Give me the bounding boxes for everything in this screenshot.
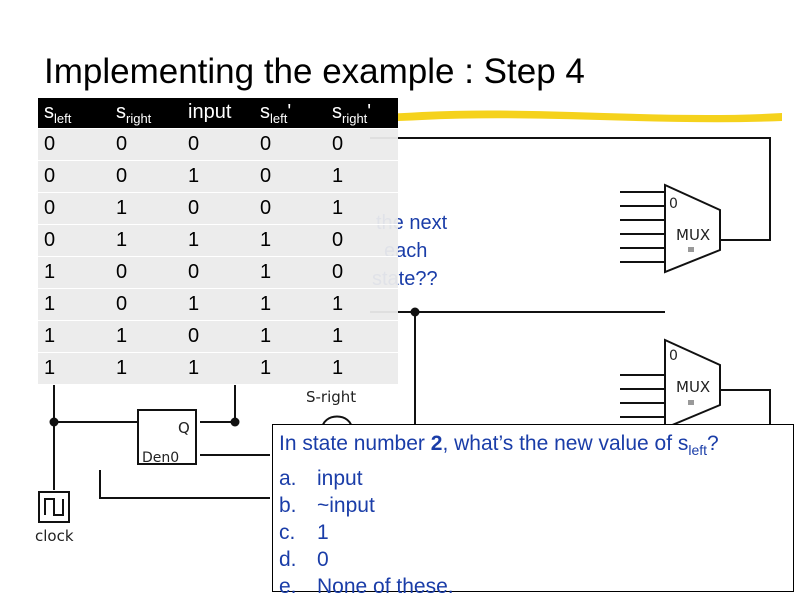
question-text: In state number 2, what’s the new value … (279, 432, 719, 459)
table-cell: 0 (38, 193, 110, 225)
table-cell: 1 (110, 353, 182, 385)
mux-top-zero-label: 0 (669, 196, 678, 212)
table-cell: 1 (38, 289, 110, 321)
table-row: 0 0 0 0 0 (38, 129, 398, 161)
table-cell: 1 (326, 289, 398, 321)
table-row: 1 1 1 1 1 (38, 353, 398, 385)
table-cell: 1 (182, 353, 254, 385)
table-cell: 0 (254, 129, 326, 161)
table-cell: 1 (38, 353, 110, 385)
answer-option-e[interactable]: e.None of these. (279, 575, 454, 599)
table-row: 1 0 0 1 0 (38, 257, 398, 289)
table-cell: 0 (110, 289, 182, 321)
table-cell: 0 (326, 129, 398, 161)
answer-option-d[interactable]: d.0 (279, 548, 329, 572)
table-row: 0 1 1 1 0 (38, 225, 398, 257)
table-cell: 1 (254, 257, 326, 289)
table-cell: 1 (254, 289, 326, 321)
table-cell: 1 (38, 257, 110, 289)
mux-top-label: MUX (676, 226, 710, 244)
table-cell: 1 (110, 193, 182, 225)
s-right-label: S-right (306, 388, 356, 406)
slide-title: Implementing the example : Step 4 (44, 52, 585, 91)
header-s-left: sleft (38, 98, 110, 129)
table-cell: 1 (110, 225, 182, 257)
table-cell: 0 (38, 129, 110, 161)
table-cell: 0 (110, 257, 182, 289)
answer-option-a[interactable]: a.input (279, 467, 363, 491)
table-cell: 1 (326, 321, 398, 353)
table-cell: 1 (38, 321, 110, 353)
mux-bottom-zero-label: 0 (669, 348, 678, 364)
den-label: Den0 (142, 450, 179, 466)
answer-options: a.input b.~input c.1 d.0 e.None of these… (279, 465, 793, 600)
table-cell: 1 (326, 161, 398, 193)
table-cell: 1 (182, 225, 254, 257)
table-cell: 0 (326, 225, 398, 257)
truth-table-header-row: sleft sright input sleft' sright' (38, 98, 398, 129)
table-cell: 0 (182, 257, 254, 289)
table-row: 0 1 0 0 1 (38, 193, 398, 225)
table-cell: 0 (38, 225, 110, 257)
table-cell: 0 (326, 257, 398, 289)
table-row: 1 0 1 1 1 (38, 289, 398, 321)
truth-table: sleft sright input sleft' sright' 0 0 0 … (38, 98, 398, 385)
table-cell: 1 (254, 321, 326, 353)
q-label: Q (178, 419, 190, 437)
table-cell: 0 (254, 161, 326, 193)
table-cell: 1 (326, 193, 398, 225)
header-input: input (182, 98, 254, 129)
table-cell: 1 (254, 353, 326, 385)
clock-label: clock (35, 527, 74, 545)
table-cell: 0 (254, 193, 326, 225)
table-cell: 0 (182, 193, 254, 225)
answer-option-b[interactable]: b.~input (279, 494, 375, 518)
table-cell: 1 (182, 289, 254, 321)
answer-option-c[interactable]: c.1 (279, 521, 329, 545)
table-cell: 0 (182, 321, 254, 353)
header-s-right: sright (110, 98, 182, 129)
table-cell: 1 (182, 161, 254, 193)
header-s-right-next: sright' (326, 98, 398, 129)
table-cell: 0 (110, 129, 182, 161)
table-cell: 1 (110, 321, 182, 353)
table-row: 0 0 1 0 1 (38, 161, 398, 193)
table-cell: 1 (254, 225, 326, 257)
question-box: In state number 2, what’s the new value … (272, 424, 794, 598)
table-row: 1 1 0 1 1 (38, 321, 398, 353)
header-s-left-next: sleft' (254, 98, 326, 129)
table-cell: 0 (182, 129, 254, 161)
table-cell: 0 (110, 161, 182, 193)
mux-bottom-label: MUX (676, 378, 710, 396)
table-cell: 0 (38, 161, 110, 193)
table-cell: 1 (326, 353, 398, 385)
